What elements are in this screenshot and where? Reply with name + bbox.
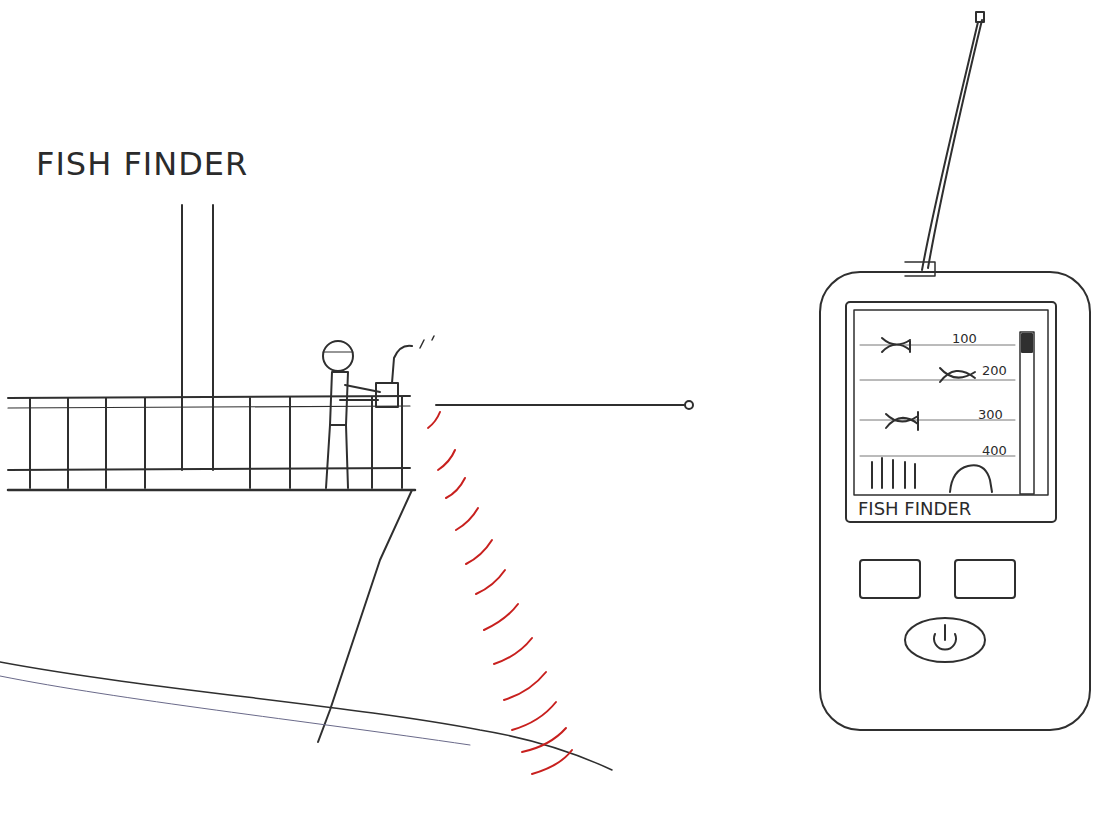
antenna: [922, 20, 982, 270]
water-line: [0, 662, 612, 770]
power-button: [905, 618, 985, 662]
fish-finder-device: [820, 12, 1090, 730]
power-symbol: [934, 625, 956, 650]
person: [323, 336, 434, 488]
water-line: [0, 676, 470, 745]
leader-line: [181, 205, 183, 470]
pier-wall: [318, 490, 412, 742]
button: [955, 560, 1015, 598]
echo-bars: [872, 458, 915, 488]
fish-icon: [882, 338, 910, 352]
fish-icon: [940, 368, 975, 382]
railing: [8, 396, 415, 490]
antenna-tip: [976, 12, 984, 22]
sensor: [685, 401, 693, 409]
screen-brand: FISH FINDER: [858, 500, 971, 518]
button: [860, 560, 920, 598]
sensor-line: [436, 404, 684, 406]
title-label: FISH FINDER: [36, 148, 248, 180]
depth-number: 200: [982, 364, 1007, 377]
echo-bump: [950, 465, 992, 492]
depth-number: 400: [982, 444, 1007, 457]
depth-number: 300: [978, 408, 1003, 421]
fish-icon: [886, 412, 918, 430]
sonar-waves: [428, 412, 572, 774]
depth-number: 100: [952, 332, 977, 345]
leader-line: [212, 205, 214, 470]
